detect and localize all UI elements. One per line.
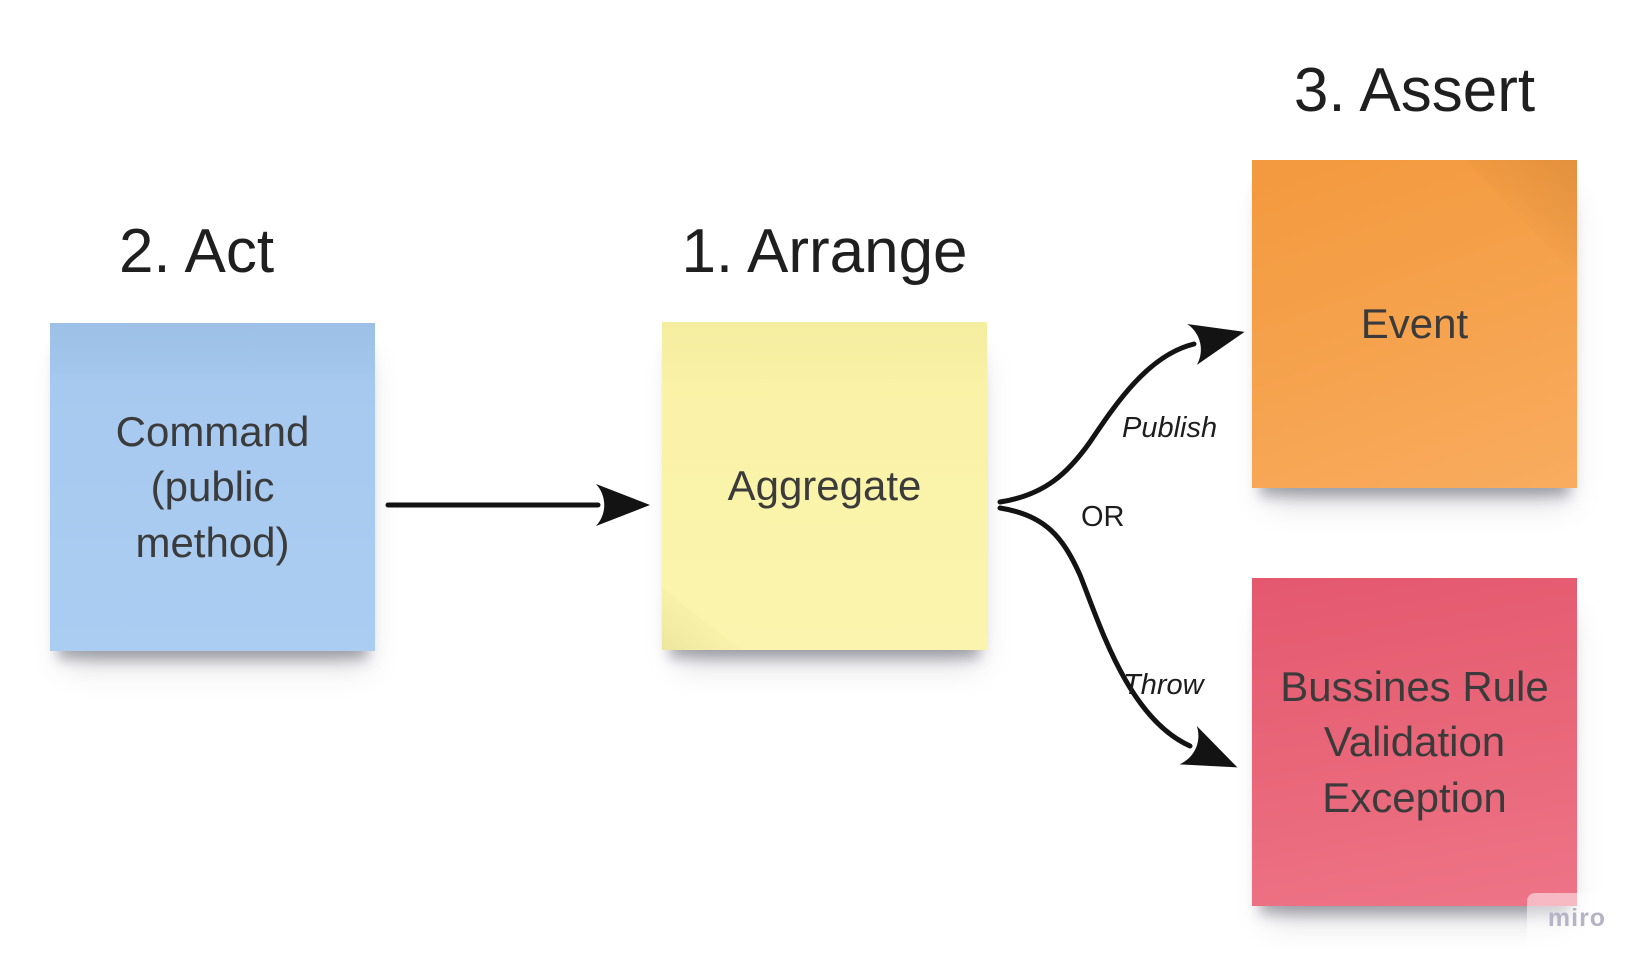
- sticky-note-aggregate-text: Aggregate: [727, 462, 922, 510]
- sticky-note-exception-text: Bussines Rule Validation Exception: [1280, 663, 1549, 821]
- sticky-note-aggregate[interactable]: Aggregate: [662, 322, 987, 650]
- connector-aggregate-to-exception-throw[interactable]: [997, 505, 1238, 768]
- connector-label-publish[interactable]: Publish: [1122, 412, 1218, 444]
- connector-label-or[interactable]: OR: [1081, 501, 1125, 533]
- step-title-assert[interactable]: 3. Assert: [1293, 56, 1536, 125]
- note-corner-fold: [1465, 160, 1577, 278]
- sticky-note-event-text: Event: [1360, 300, 1469, 348]
- miro-watermark-text: miro: [1547, 904, 1607, 932]
- step-title-act[interactable]: 2. Act: [118, 217, 275, 286]
- sticky-note-event[interactable]: Event: [1252, 160, 1577, 488]
- sticky-note-exception[interactable]: Bussines Rule Validation Exception: [1252, 578, 1577, 906]
- note-corner-fold: [662, 588, 742, 650]
- sticky-note-command-text: Command (public method): [115, 408, 310, 566]
- miro-watermark: miro: [1527, 893, 1627, 959]
- connector-aggregate-to-event-publish[interactable]: [997, 324, 1245, 505]
- step-title-arrange[interactable]: 1. Arrange: [681, 217, 968, 286]
- connector-label-throw[interactable]: Throw: [1123, 669, 1204, 701]
- sticky-note-command[interactable]: Command (public method): [50, 323, 375, 651]
